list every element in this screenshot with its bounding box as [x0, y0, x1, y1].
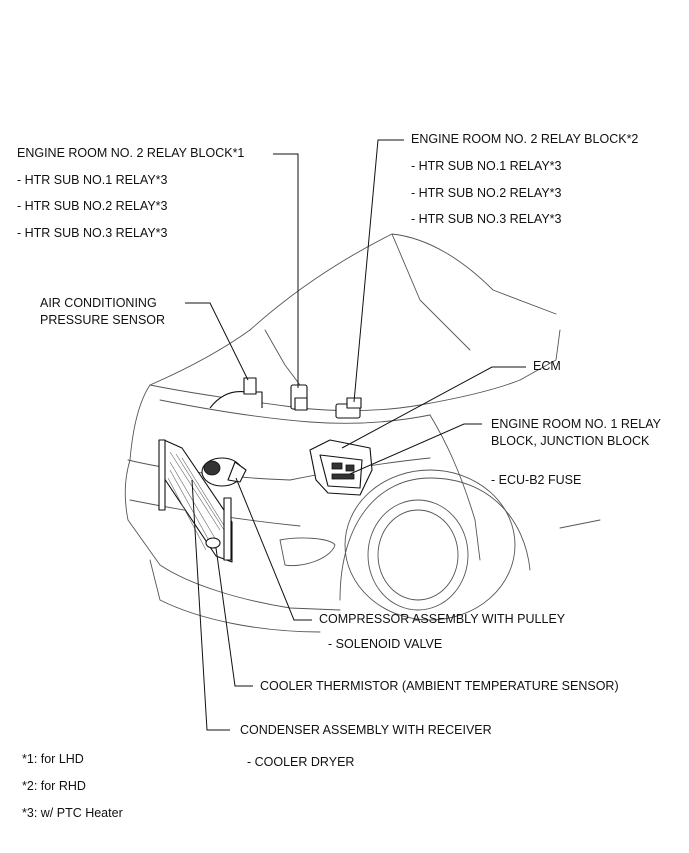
er1-relay-block-label-line1: ENGINE ROOM NO. 1 RELAY	[491, 417, 661, 431]
cooler-thermistor-label: COOLER THERMISTOR (AMBIENT TEMPERATURE S…	[260, 679, 619, 693]
er2-relay-block-rhd-label: ENGINE ROOM NO. 2 RELAY BLOCK*2	[411, 132, 639, 146]
cooler-dryer-label: - COOLER DRYER	[247, 755, 355, 769]
ecu-b2-fuse-label: - ECU-B2 FUSE	[491, 473, 582, 487]
er1-relay-block-label-line2: BLOCK, JUNCTION BLOCK	[491, 434, 650, 448]
note-rhd: *2: for RHD	[22, 779, 86, 793]
relay-block-rhd-shape	[335, 397, 362, 419]
thermistor-shape	[205, 537, 221, 549]
htr-sub-no1-relay-rhd-label: - HTR SUB NO.1 RELAY*3	[411, 159, 562, 173]
solenoid-valve-label: - SOLENOID VALVE	[328, 637, 443, 651]
htr-sub-no3-relay-lhd-label: - HTR SUB NO.3 RELAY*3	[17, 226, 168, 240]
htr-sub-no3-relay-rhd-label: - HTR SUB NO.3 RELAY*3	[411, 212, 562, 226]
ac-pressure-sensor-label-line2: PRESSURE SENSOR	[40, 313, 166, 327]
htr-sub-no1-relay-lhd-label: - HTR SUB NO.1 RELAY*3	[17, 173, 168, 187]
condenser-label: CONDENSER ASSEMBLY WITH RECEIVER	[240, 723, 492, 737]
ac-pressure-sensor-label-line1: AIR CONDITIONING	[40, 296, 157, 310]
htr-sub-no2-relay-rhd-label: - HTR SUB NO.2 RELAY*3	[411, 186, 562, 200]
pressure-sensor-shape	[209, 377, 263, 409]
ecm-junction-block-shape	[309, 439, 373, 496]
relay-block-lhd-shape	[290, 384, 308, 411]
ecm-label: ECM	[533, 359, 561, 373]
note-lhd: *1: for LHD	[22, 752, 84, 766]
htr-sub-no2-relay-lhd-label: - HTR SUB NO.2 RELAY*3	[17, 199, 168, 213]
er2-relay-block-lhd-label: ENGINE ROOM NO. 2 RELAY BLOCK*1	[17, 146, 245, 160]
condenser-shape	[158, 439, 233, 563]
note-ptc-heater: *3: w/ PTC Heater	[22, 806, 123, 820]
compressor-shape	[201, 457, 247, 487]
leader-lines	[185, 139, 526, 731]
compressor-label: COMPRESSOR ASSEMBLY WITH PULLEY	[319, 612, 566, 626]
car-body-outline	[124, 233, 601, 633]
